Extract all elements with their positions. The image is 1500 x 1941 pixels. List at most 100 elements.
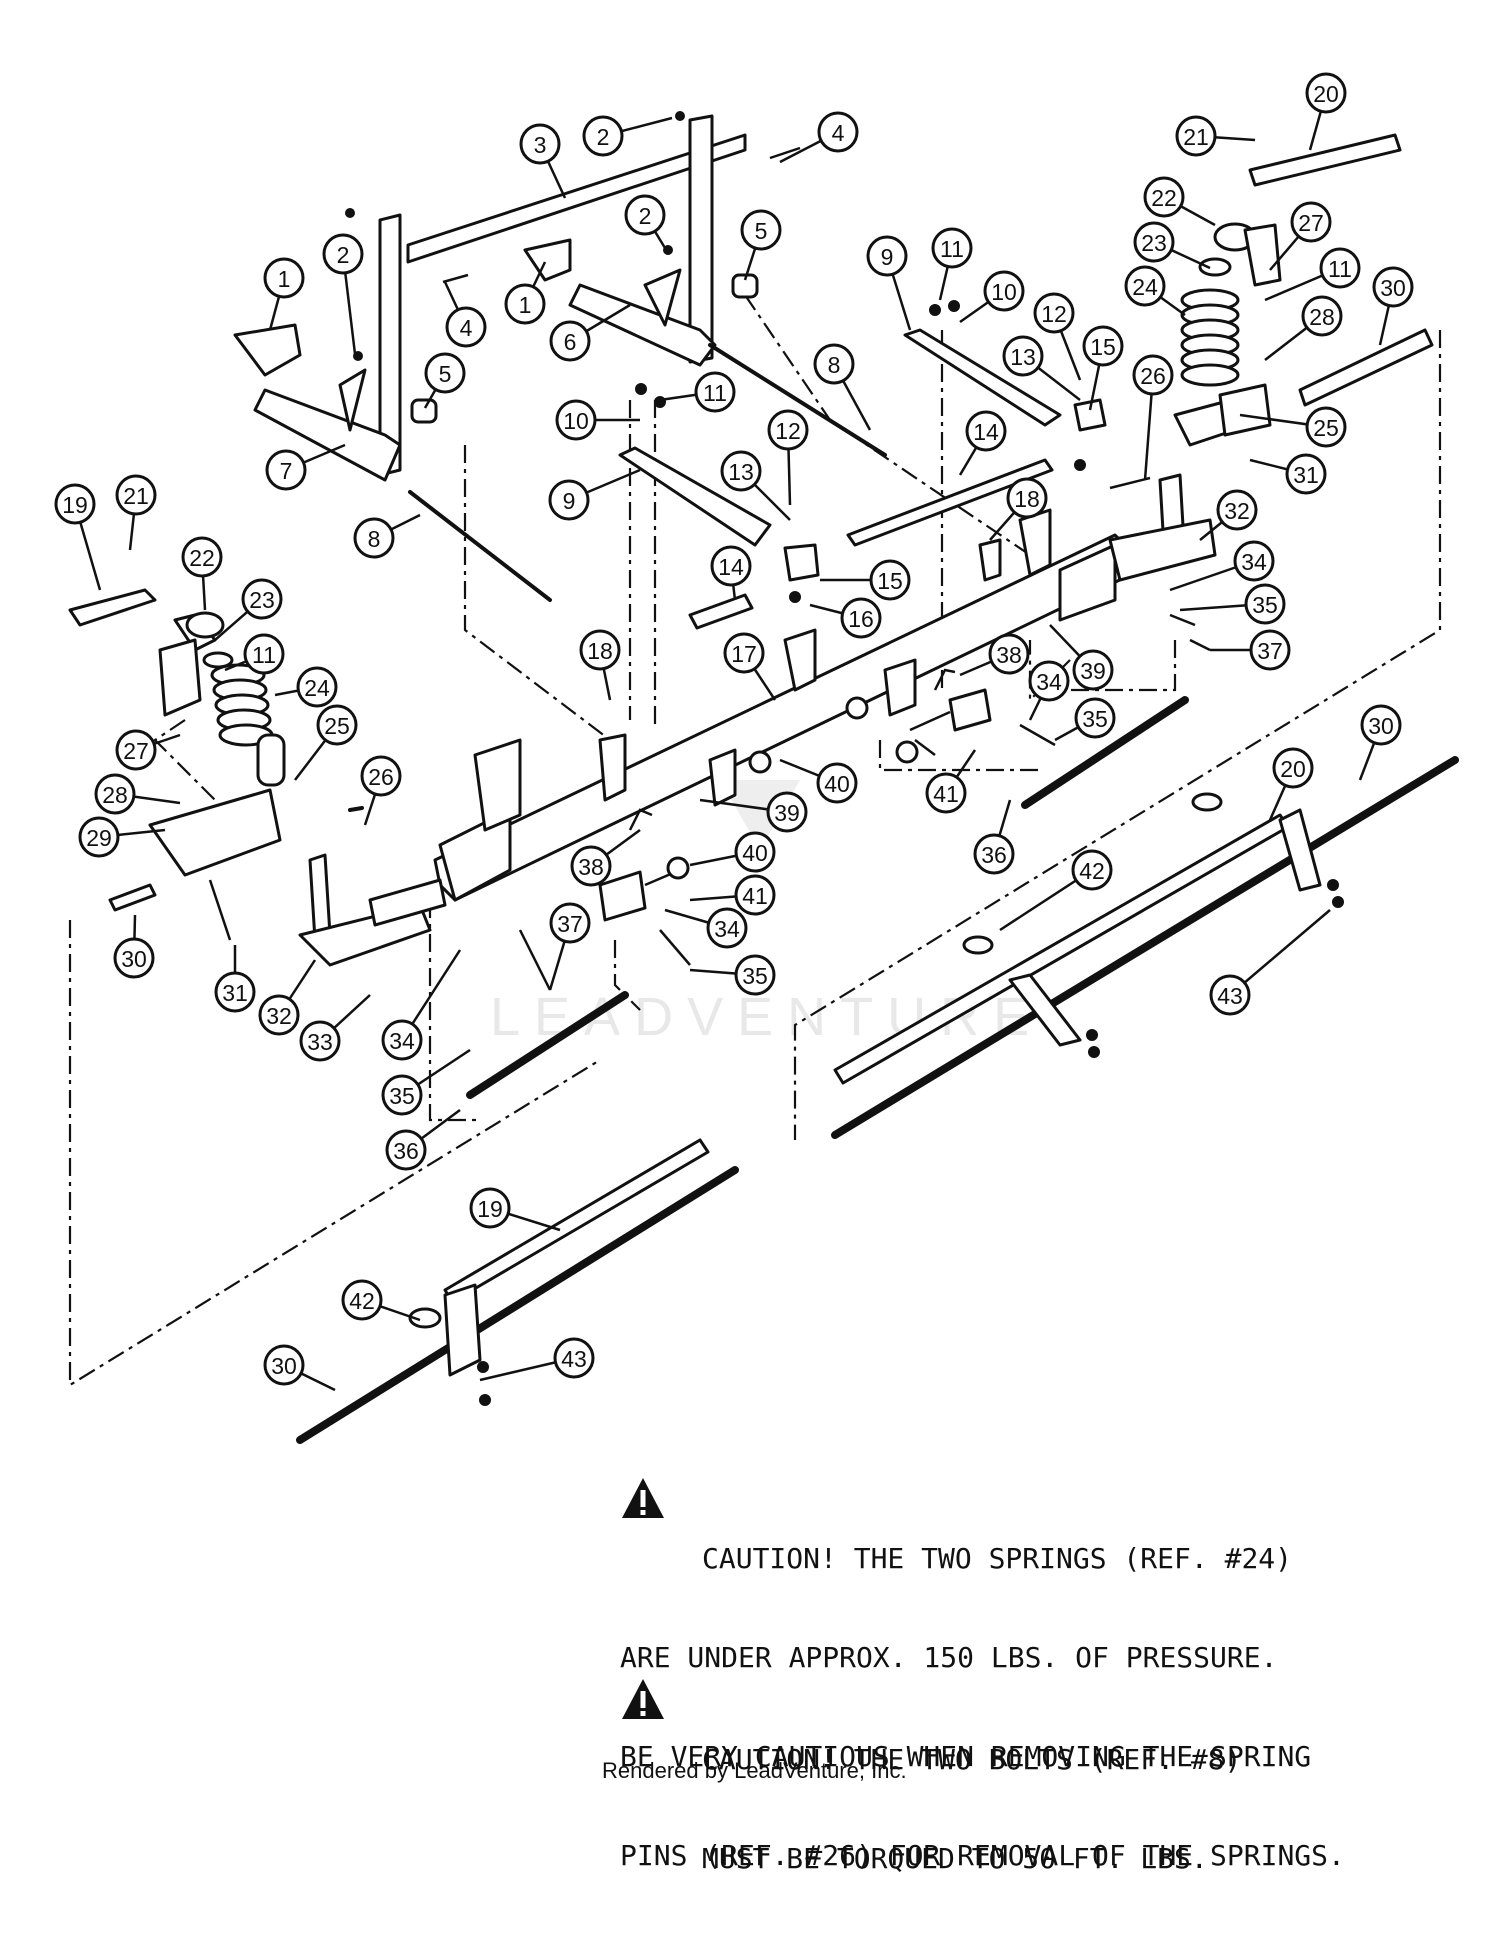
callout-circle — [1006, 477, 1048, 519]
callout-circle — [555, 399, 597, 441]
callout-number: 34 — [389, 1028, 415, 1054]
callout-26: 26 — [360, 755, 402, 826]
callout-leader — [1229, 909, 1331, 996]
callout-number: 11 — [252, 642, 276, 668]
callout-13: 13 — [720, 450, 791, 521]
callout-circle — [1072, 649, 1114, 691]
upper-frame — [233, 111, 887, 602]
callout-number: 32 — [1224, 498, 1250, 524]
callout-35: 35 — [1179, 583, 1286, 625]
callout-43: 43 — [1209, 909, 1331, 1016]
callout-13: 13 — [1002, 335, 1081, 401]
callout-number: 4 — [460, 315, 473, 341]
callout-circle — [181, 536, 223, 578]
callout-circle — [723, 632, 765, 674]
callout-33: 33 — [299, 994, 371, 1062]
callout-circle — [519, 123, 561, 165]
callout-26: 26 — [1132, 354, 1174, 481]
callout-30: 30 — [113, 914, 155, 979]
callout-circle — [1305, 72, 1347, 114]
callout-number: 24 — [304, 675, 330, 701]
callout-2: 2 — [582, 115, 673, 157]
callout-30: 30 — [1358, 704, 1402, 781]
callout-number: 30 — [121, 946, 147, 972]
callout-circle — [265, 449, 307, 491]
callout-circle — [579, 629, 621, 671]
callout-number: 22 — [189, 545, 215, 571]
callout-11: 11 — [1264, 247, 1361, 302]
callout-circle — [385, 1129, 427, 1171]
callout-24: 24 — [274, 666, 338, 708]
main-beam — [433, 508, 1132, 902]
callout-circle — [1071, 849, 1113, 891]
callout-circle — [1233, 540, 1275, 582]
callout-number: 20 — [1280, 756, 1306, 782]
callout-28: 28 — [94, 773, 181, 815]
callout-number: 2 — [337, 242, 350, 268]
callout-21: 21 — [115, 474, 157, 551]
callout-38: 38 — [959, 633, 1030, 677]
callout-7: 7 — [265, 443, 346, 491]
right-spring-assembly — [1108, 133, 1434, 582]
callout-34: 34 — [1169, 540, 1275, 592]
callout-circle — [1285, 453, 1327, 495]
callout-circle — [766, 791, 808, 833]
callout-number: 28 — [102, 782, 128, 808]
callout-circle — [214, 971, 256, 1013]
callout-number: 30 — [1380, 275, 1406, 301]
callout-20: 20 — [1305, 72, 1347, 151]
callout-circle — [263, 257, 305, 299]
callout-circle — [816, 762, 858, 804]
callout-circle — [694, 371, 736, 413]
callout-17: 17 — [723, 632, 777, 701]
callout-circle — [1124, 265, 1166, 307]
callout-circle — [840, 597, 882, 639]
callout-circle — [1082, 325, 1124, 367]
callout-25: 25 — [294, 704, 358, 781]
callout-38: 38 — [570, 828, 641, 887]
callout-number: 30 — [271, 1353, 297, 1379]
callout-9: 9 — [548, 468, 641, 521]
callout-circle — [54, 483, 96, 525]
callout-11: 11 — [931, 227, 973, 301]
callout-15: 15 — [1082, 325, 1124, 411]
callout-number: 26 — [368, 764, 394, 790]
callout-36: 36 — [385, 1108, 461, 1171]
callout-22: 22 — [181, 536, 223, 611]
callout-number: 35 — [389, 1083, 415, 1109]
callout-34: 34 — [1028, 660, 1070, 721]
callout-circle — [445, 306, 487, 348]
callout-number: 32 — [266, 1003, 292, 1029]
exploded-parts-diagram: LEADVENTURE — [54, 72, 1459, 1444]
callout-circle — [1033, 292, 1075, 334]
callout-circle — [1132, 354, 1174, 396]
callout-circle — [813, 343, 855, 385]
caution-line: BE VERY CAUTIOUS WHEN REMOVING THE SPRIN… — [620, 1740, 1312, 1773]
callout-number: 20 — [1313, 81, 1339, 107]
callout-16: 16 — [809, 597, 882, 639]
callout-circle — [582, 115, 624, 157]
callout-circle — [78, 816, 120, 858]
callout-circle — [624, 194, 666, 236]
callout-circle — [1002, 335, 1044, 377]
callout-number: 36 — [981, 842, 1007, 868]
callout-number: 35 — [1082, 706, 1108, 732]
callout-circle — [243, 633, 285, 675]
callout-18: 18 — [989, 477, 1048, 541]
callout-number: 18 — [1014, 486, 1040, 512]
callout-number: 40 — [742, 840, 768, 866]
callout-number: 41 — [933, 781, 959, 807]
callout-number: 9 — [881, 244, 894, 270]
callout-14: 14 — [958, 410, 1007, 476]
callout-circle — [424, 352, 466, 394]
callout-circle — [931, 227, 973, 269]
rods-14 — [688, 458, 1054, 630]
callout-40: 40 — [779, 758, 858, 804]
callout-number: 21 — [1183, 124, 1209, 150]
callout-18: 18 — [579, 629, 621, 701]
callout-number: 1 — [519, 292, 532, 318]
callout-number: 2 — [597, 124, 610, 150]
callout-circle — [869, 559, 911, 601]
callout-number: 30 — [1368, 713, 1394, 739]
callout-number: 31 — [222, 980, 248, 1006]
